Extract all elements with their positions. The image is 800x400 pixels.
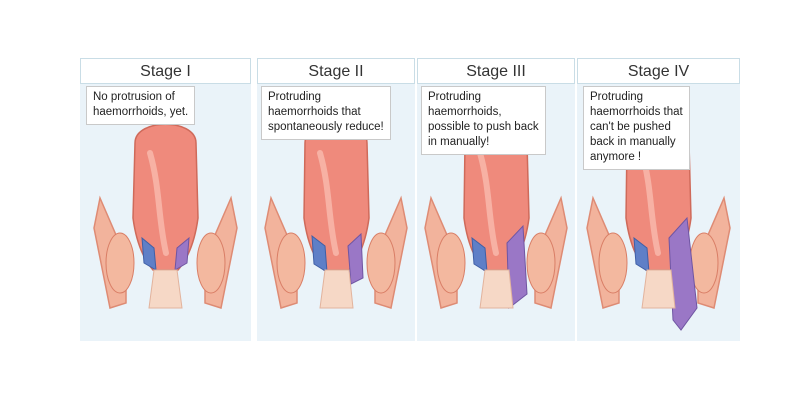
stage-4-title: Stage IV [577, 58, 740, 84]
stage-2-description: Protruding haemorrhoids that spontaneous… [261, 86, 391, 140]
stage-2-title: Stage II [257, 58, 415, 84]
stage-1-description: No protrusion of haemorrhoids, yet. [86, 86, 196, 125]
stage-4-description: Protruding haemorrhoids that can't be pu… [583, 86, 690, 170]
stage-3-title: Stage III [417, 58, 575, 84]
stage-3-illustration [424, 123, 568, 309]
stage-3-description: Protruding haemorrhoids, possible to pus… [421, 86, 546, 155]
stage-2-panel: Stage II Protruding haemorrhoids that sp… [257, 58, 415, 341]
stage-1-illustration [93, 123, 238, 309]
stage-2-illustration [264, 123, 408, 309]
stage-4-panel: Stage IV Protruding haemorrhoids that ca… [577, 58, 740, 341]
stage-1-panel: Stage I No protrusion of haemorrhoids, y… [80, 58, 251, 341]
stage-3-panel: Stage III Protruding haemorrhoids, possi… [417, 58, 575, 341]
stage-1-title: Stage I [80, 58, 251, 84]
